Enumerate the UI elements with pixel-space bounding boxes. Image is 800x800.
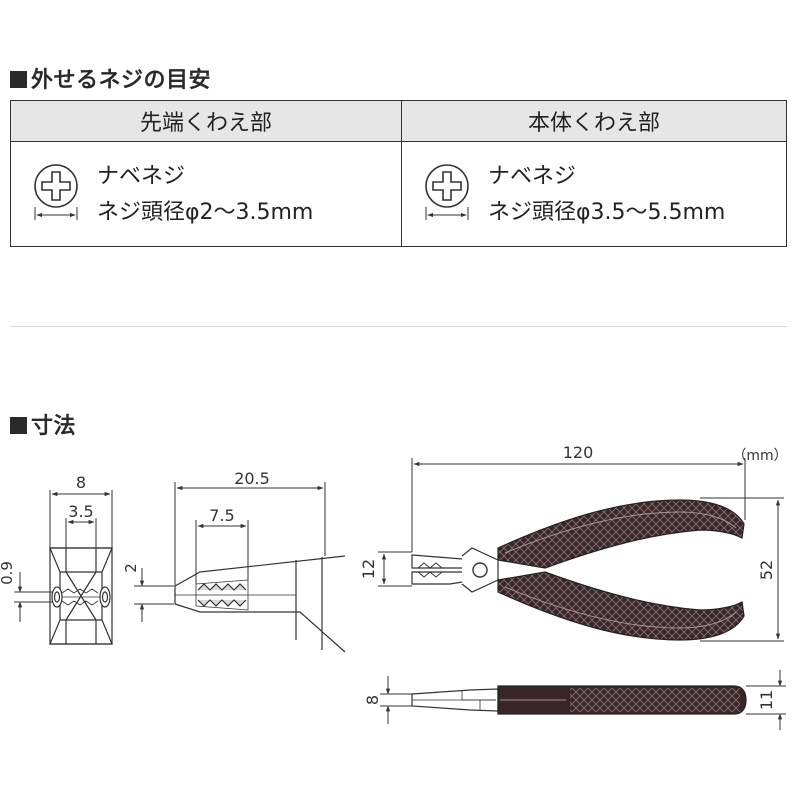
column-header-body: 本体くわえ部 [401, 100, 787, 142]
screw-type-label: ナベネジ [488, 164, 577, 189]
phillips-screw-head-icon [425, 164, 469, 220]
head-diameter-label: ネジ頭径φ3.5～5.5mm [488, 200, 726, 225]
thickness-view-dimensions [380, 670, 786, 730]
top-view-drawing [411, 499, 745, 641]
side-tip-view-dimensions [134, 482, 326, 622]
screw-guide-table: 先端くわえ部 本体くわえ部 ナベネジ ネジ頭径φ2～3.5mm [10, 100, 787, 247]
lower-handle [497, 571, 745, 641]
section-divider [10, 326, 787, 327]
dimensions-heading: 寸法 [10, 408, 76, 440]
phillips-screw-head-icon [34, 164, 78, 220]
body-grip-cell: ナベネジ ネジ頭径φ3.5～5.5mm [401, 141, 787, 247]
jaw-width-label: 12 [359, 559, 378, 579]
overall-length-label: 120 [563, 443, 594, 462]
square-bullet-icon [10, 417, 27, 434]
front-gap-label: 0.9 [0, 561, 16, 585]
top-view-dimensions [378, 458, 784, 642]
upper-handle [497, 499, 745, 569]
overall-width-label: 52 [757, 560, 776, 580]
front-view-dimensions [14, 490, 113, 622]
front-width-total-label: 8 [76, 473, 86, 492]
serration-length-label: 7.5 [209, 506, 234, 525]
front-width-inner-label: 3.5 [68, 502, 93, 521]
table-row: ナベネジ ネジ頭径φ2～3.5mm ナベネジ ネジ頭径φ3.5～5.5mm [10, 141, 787, 247]
unit-label: （mm） [732, 448, 787, 464]
front-view-drawing [49, 547, 113, 645]
tip-grip-cell: ナベネジ ネジ頭径φ2～3.5mm [10, 141, 402, 247]
column-header-tip: 先端くわえ部 [10, 100, 402, 142]
tip-thickness-label: 2 [122, 563, 140, 573]
square-bullet-icon [10, 71, 27, 88]
head-diameter-label: ネジ頭径φ2～3.5mm [97, 200, 314, 225]
side-tip-view-drawing [174, 555, 346, 653]
tip-length-total-label: 20.5 [234, 469, 270, 488]
thickness-view-drawing [411, 685, 747, 715]
screw-type-label: ナベネジ [97, 164, 186, 189]
body-thickness-label: 11 [757, 690, 776, 710]
tip-thickness-profile-label: 8 [363, 695, 382, 705]
table-header-row: 先端くわえ部 本体くわえ部 [10, 100, 787, 142]
screw-guide-heading: 外せるネジの目安 [10, 62, 211, 94]
